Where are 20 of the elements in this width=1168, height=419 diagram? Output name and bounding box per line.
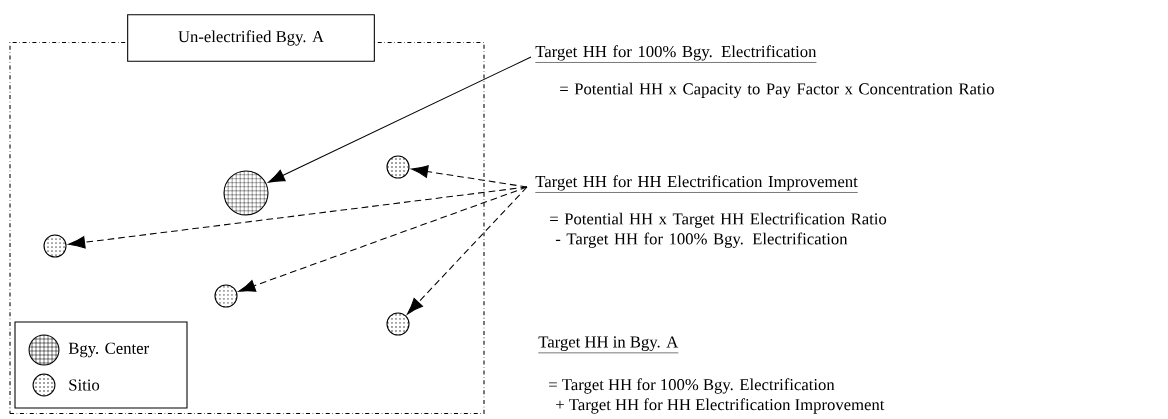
formula-text: = Potential HH x Capacity to Pay Factor x Concentration Ratio [560,82,994,98]
sitio-symbol [386,312,410,336]
heading: Target HH in Bgy. A [538,336,679,354]
center-symbol [223,170,269,216]
title-box: Un-electrified Bgy. A [127,14,375,62]
formula-text: + Target HH for HH Electrification Improvement [556,398,885,414]
arrow [267,56,532,183]
heading: Target HH for 100% Bgy. Electrification [535,45,817,63]
sitio-symbol [214,284,238,308]
arrow [406,186,528,315]
arrow [238,186,528,292]
sitio-symbol [43,234,67,258]
heading: Target HH for HH Electrification Improvement [535,175,858,193]
formula-text: - Target HH for 100% Bgy. Electrification [555,232,848,248]
legend-text: Bgy. Center [68,342,149,358]
legend-text: Sitio [69,379,100,391]
formula-text: = Potential HH x Target HH Electrification Ratio [550,212,887,228]
sitio-symbol [386,155,410,179]
formula-text: = Target HH for 100% Bgy. Electrification [549,378,835,394]
arrow [411,165,528,188]
